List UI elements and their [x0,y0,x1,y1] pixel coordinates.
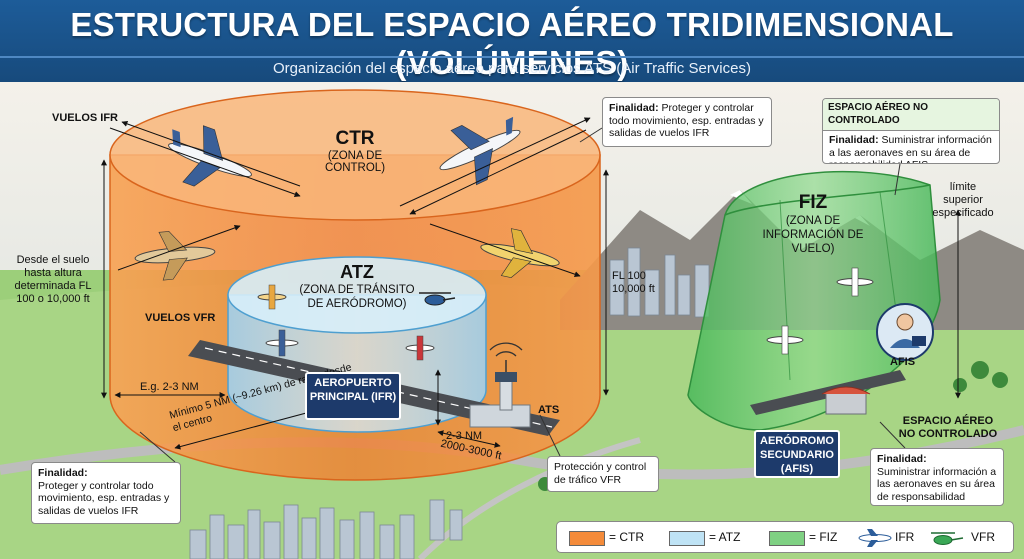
ctr-top-callout-body: Proteger y controlar todo movimiento, es… [609,102,764,139]
uncontrolled-header: ESPACIO AÉREO NO CONTROLADO [823,99,999,131]
plane-fiz-1 [836,267,874,297]
helicopter [419,292,456,306]
legend-ctr-text: = CTR [609,530,645,544]
plane-vfr-3 [405,335,435,361]
ifr-flights-label: VUELOS IFR [52,112,119,124]
ctr-bottom-callout-head: Finalidad: [38,467,88,479]
legend-fiz-swatch [769,531,805,546]
legend-ifr-text: IFR [895,530,915,544]
legend-vfr-text: VFR [971,530,995,544]
atz-name: ATZ [340,262,374,282]
legend-fiz-text: = FIZ [809,530,838,544]
callout-leaders [139,127,906,463]
header-banner: ESTRUCTURA DEL ESPACIO AÉREO TRIDIMENSIO… [0,0,1024,82]
plane-ifr-2 [439,116,521,186]
legend-atz-text: = ATZ [709,530,741,544]
fiz-volume [687,170,941,431]
ctr-bottom-callout-body: Proteger y controlar todo movimiento, es… [38,479,170,517]
control-tower [469,342,531,428]
height-left-label: Desde el suelo hasta altura determinada … [14,254,92,305]
ctr-description: (ZONA DE CONTROL) [324,150,386,174]
atz-description: (ZONA DE TRÁNSITO DE AERÓDROMO) [299,284,415,310]
ctr-bottom-callout: Finalidad: Proteger y controlar todo mov… [31,462,181,524]
legend-atz-swatch [669,531,705,546]
ctr-label: CTR (ZONA DE CONTROL) [300,128,410,174]
legend-ifr-icon [858,529,892,547]
uncontrolled-lower-label: ESPACIO AÉREO NO CONTROLADO [898,415,998,440]
afis-label: AFIS [890,356,916,368]
city-buildings [189,247,710,559]
afis-operator [876,303,934,361]
divider [0,56,1024,58]
fiz-bottom-callout-body: Suministrar información a las aeronaves … [877,465,997,503]
ats-label: ATS [538,404,560,416]
page-subtitle: Organización del espacio aéreo para serv… [273,60,751,77]
atz-label: ATZ (ZONA DE TRÁNSITO DE AERÓDROMO) [290,262,424,311]
page-title: ESTRUCTURA DEL ESPACIO AÉREO TRIDIMENSIO… [70,6,954,81]
ctr-top-callout: Finalidad: Proteger y controlar todo mov… [602,97,772,147]
legend-vfr-icon [931,532,964,545]
fiz-label: FIZ (ZONA DE INFORMACIÓN DE VUELO) [748,192,878,256]
fiz-top-callout: ESPACIO AÉREO NO CONTROLADO Finalidad: S… [822,98,1000,164]
fiz-top-callout-body: Suministrar información a las aeronaves … [829,134,992,163]
secondary-runway [750,370,906,415]
legend-ctr-swatch [569,531,605,546]
legend: = CTR = ATZ = FIZ IFR VFR [556,521,1014,553]
height-right-label: FL 100 10,000 ft [612,270,655,295]
plane-vfr-1 [257,284,287,310]
eg-radius-label: E.g. 2-3 NM [140,381,199,393]
fiz-bottom-callout-head: Finalidad: [877,453,927,465]
ctr-top-callout-head: Finalidad: [609,102,659,114]
ifr-flight-arrows [109,117,591,278]
atz-callout-body: Protección y control de tráfico VFR [554,461,647,486]
fiz-top-callout-head: Finalidad: [829,134,879,146]
fiz-bottom-callout: Finalidad: Suministrar información a las… [870,448,1004,506]
plane-ifr-3 [134,231,216,281]
plane-vfr-2 [265,329,299,357]
main-airport-label: AEROPUERTO PRINCIPAL (IFR) [305,372,401,420]
secondary-airport-label: AERÓDROMO SECUNDARIO (AFIS) [754,430,840,478]
atz-radius-label: 2-3 NM [446,430,483,442]
vfr-flights-label: VUELOS VFR [145,312,216,324]
fiz-name: FIZ [798,192,828,213]
fiz-description: (ZONA DE INFORMACIÓN DE VUELO) [762,215,864,255]
upper-limit-label: límite superior especificado [932,181,994,219]
atz-callout: Protección y control de tráfico VFR [547,456,659,492]
plane-fiz-2 [766,325,804,355]
ctr-name: CTR [335,128,375,149]
